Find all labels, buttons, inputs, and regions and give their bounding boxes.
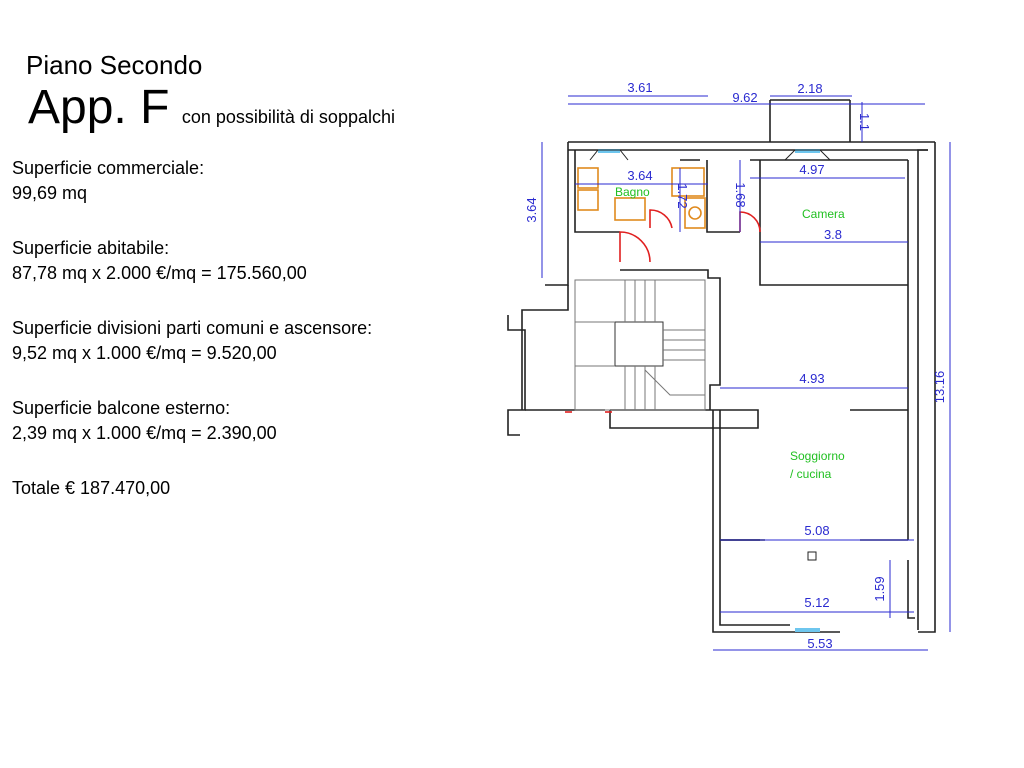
title-note: con possibilità di soppalchi bbox=[181, 107, 395, 127]
habitable-value: 87,78 mq x 2.000 €/mq = 175.560,00 bbox=[12, 263, 307, 283]
dim-top-small: 1.1 bbox=[857, 113, 872, 131]
dimension-labels: 3.61 9.62 2.18 1.1 3.64 3.64 1.72 1.68 4… bbox=[524, 80, 947, 651]
title-row: App. F con possibilità di soppalchi bbox=[28, 80, 395, 135]
total-value: Totale € 187.470,00 bbox=[12, 478, 171, 498]
dim-left-height: 3.64 bbox=[524, 197, 539, 222]
dim-right-height: 13.16 bbox=[932, 371, 947, 404]
commercial-value: 99,69 mq bbox=[12, 183, 88, 203]
balcony-block: Superficie balcone esterno: 2,39 mq x 1.… bbox=[12, 396, 482, 446]
dim-living-width: 4.93 bbox=[799, 371, 824, 386]
commercial-block: Superficie commerciale: 99,69 mq bbox=[12, 156, 482, 206]
dim-top-right: 2.18 bbox=[797, 81, 822, 96]
dim-bath-mid: 1.72 bbox=[675, 183, 690, 208]
room-bagno: Bagno bbox=[615, 185, 650, 199]
doors bbox=[565, 209, 761, 413]
habitable-label: Superficie abitabile: bbox=[12, 238, 170, 258]
dim-bath-width: 3.64 bbox=[627, 168, 652, 183]
commercial-label: Superficie commerciale: bbox=[12, 158, 205, 178]
floor-plan: 3.61 9.62 2.18 1.1 3.64 3.64 1.72 1.68 4… bbox=[507, 80, 951, 651]
balcony-label: Superficie balcone esterno: bbox=[12, 398, 231, 418]
room-soggiorno: Soggiorno bbox=[790, 449, 845, 463]
walls bbox=[507, 99, 936, 633]
dim-lower-width: 5.08 bbox=[804, 523, 829, 538]
pillar bbox=[807, 551, 817, 561]
window-frames bbox=[589, 149, 831, 161]
room-camera: Camera bbox=[802, 207, 845, 221]
dim-bottom-total: 5.53 bbox=[807, 636, 832, 651]
windows bbox=[598, 149, 820, 632]
dim-top-total: 9.62 bbox=[732, 90, 757, 105]
dimension-lines bbox=[541, 95, 951, 651]
surface-info: Superficie commerciale: 99,69 mq Superfi… bbox=[12, 156, 482, 501]
dim-bottom-inner: 5.12 bbox=[804, 595, 829, 610]
balcony-value: 2,39 mq x 1.000 €/mq = 2.390,00 bbox=[12, 423, 277, 443]
common-value: 9,52 mq x 1.000 €/mq = 9.520,00 bbox=[12, 343, 277, 363]
room-labels: Bagno Camera Soggiorno / cucina bbox=[615, 185, 845, 481]
staircase bbox=[574, 279, 706, 411]
dim-top-left: 3.61 bbox=[627, 80, 652, 95]
dim-camera-width: 4.97 bbox=[799, 162, 824, 177]
habitable-block: Superficie abitabile: 87,78 mq x 2.000 €… bbox=[12, 236, 482, 286]
apartment-title: App. F bbox=[28, 81, 170, 134]
floor-label: Piano Secondo bbox=[26, 50, 203, 80]
dim-camera-inner: 3.8 bbox=[824, 227, 842, 242]
common-label: Superficie divisioni parti comuni e asce… bbox=[12, 318, 373, 338]
room-cucina: / cucina bbox=[790, 467, 832, 481]
common-block: Superficie divisioni parti comuni e asce… bbox=[12, 316, 482, 366]
bathroom-fixtures bbox=[577, 167, 706, 229]
dim-corridor: 1.68 bbox=[733, 182, 748, 207]
dim-balcony-height: 1.59 bbox=[872, 576, 887, 601]
